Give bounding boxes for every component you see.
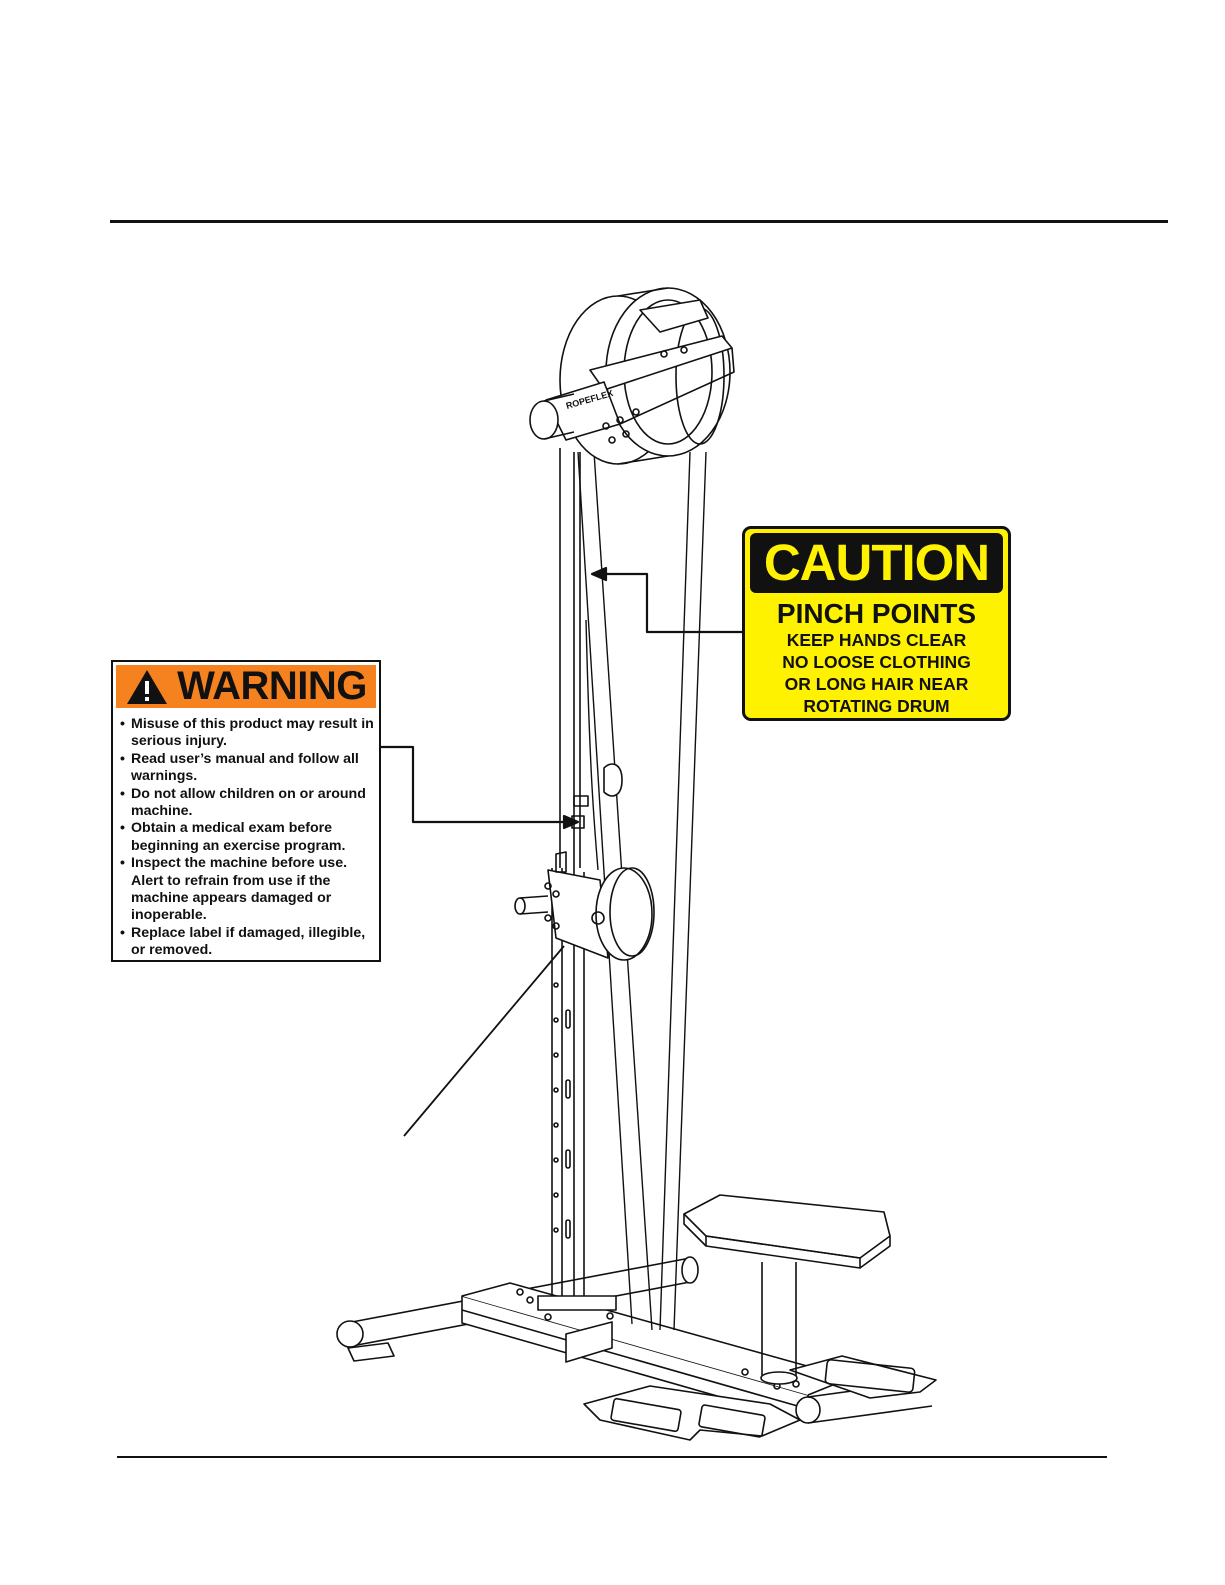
caution-line: NO LOOSE CLOTHING bbox=[782, 652, 971, 672]
warning-title: WARNING bbox=[177, 664, 367, 708]
caution-line: ROTATING DRUM bbox=[803, 696, 950, 716]
base-frame bbox=[336, 1256, 937, 1441]
warning-item: Do not allow children on or around machi… bbox=[120, 786, 375, 821]
callout-arrows bbox=[381, 566, 742, 1137]
caution-header: CAUTION bbox=[750, 533, 1003, 593]
seat bbox=[683, 1194, 891, 1385]
warning-item: Obtain a medical exam before beginning a… bbox=[120, 820, 375, 855]
caution-title: PINCH POINTS bbox=[776, 598, 977, 629]
lower-drum bbox=[514, 763, 655, 961]
caution-label: CAUTION PINCH POINTS KEEP HANDS CLEAR NO… bbox=[742, 526, 1011, 721]
caution-line: KEEP HANDS CLEAR bbox=[786, 630, 967, 650]
warning-item: Read user’s manual and follow all warnin… bbox=[120, 751, 375, 786]
warning-item: Inspect the machine before use. Alert to… bbox=[120, 855, 375, 925]
warning-header: WARNING bbox=[116, 665, 376, 708]
warning-triangle-icon bbox=[127, 669, 168, 704]
caution-line: OR LONG HAIR NEAR bbox=[784, 674, 969, 694]
warning-list: Misuse of this product may result in ser… bbox=[113, 716, 379, 960]
footer-rule bbox=[117, 1456, 1107, 1458]
top-drum bbox=[529, 287, 735, 465]
header-rule bbox=[110, 220, 1168, 223]
warning-label: WARNING Misuse of this product may resul… bbox=[111, 660, 381, 962]
warning-item: Replace label if damaged, illegible, or … bbox=[120, 925, 375, 960]
warning-item: Misuse of this product may result in ser… bbox=[120, 716, 375, 751]
